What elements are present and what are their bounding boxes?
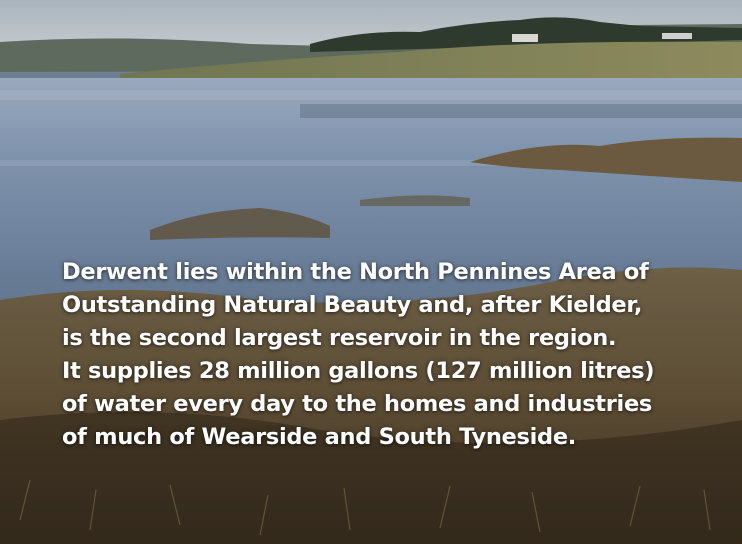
caption-line: of water every day to the homes and indu…: [62, 391, 652, 417]
farm-building-2: [662, 33, 692, 39]
caption-line: Derwent lies within the North Pennines A…: [62, 259, 649, 285]
caption-line: It supplies 28 million gallons (127 mill…: [62, 358, 655, 384]
caption-line: is the second largest reservoir in the r…: [62, 325, 617, 351]
reed-bank: [470, 137, 742, 182]
caption-text: Derwent lies within the North Pennines A…: [62, 256, 734, 454]
caption-line: Outstanding Natural Beauty and, after Ki…: [62, 292, 643, 318]
caption-line: of much of Wearside and South Tyneside.: [62, 424, 577, 450]
farm-building: [512, 34, 538, 42]
far-field: [120, 41, 742, 81]
